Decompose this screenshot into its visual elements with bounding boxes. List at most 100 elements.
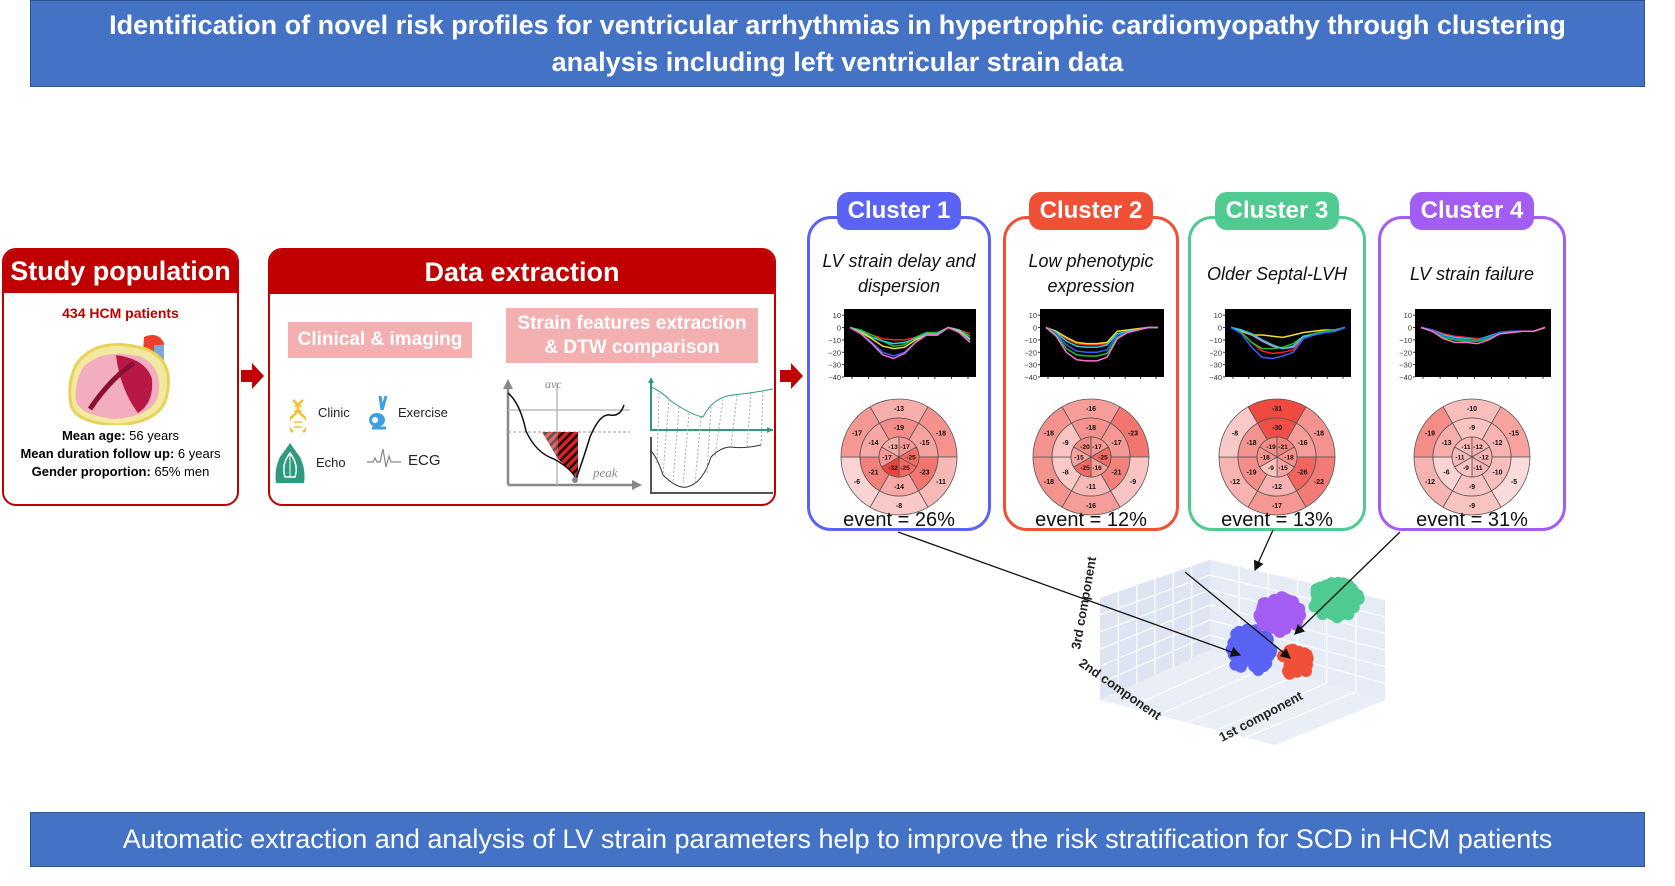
bullseye-value: -25 (1098, 455, 1108, 462)
y-tick-label: −10 (1024, 336, 1037, 345)
bullseye-value: -17 (882, 455, 892, 462)
scatter-point-cluster-4 (1283, 615, 1296, 627)
cluster-2-label: Cluster 2 (1029, 192, 1153, 230)
bullseye-plot: -10-15-5-9-12-19-9-12-10-9-6-13-11-12-12… (1413, 398, 1531, 516)
y-tick-label: −20 (1024, 348, 1037, 357)
y-tick-label: 0 (1218, 324, 1222, 333)
ecg-label: ECG (408, 452, 441, 469)
bullseye-value: -12 (1230, 479, 1240, 486)
strain-curve (1045, 326, 1158, 362)
bullseye-value: -19 (1266, 444, 1276, 451)
bullseye-value: -9 (1130, 479, 1136, 486)
scatter-point-cluster-4 (1280, 595, 1293, 608)
strain-curve (849, 326, 971, 360)
y-tick-label: −20 (828, 348, 841, 357)
arrow-cluster-3 (1253, 529, 1274, 572)
y-tick-label: −30 (828, 361, 841, 370)
bullseye-value: -13 (1441, 440, 1451, 447)
y-tick-label: −40 (828, 373, 841, 382)
bullseye-value: -18 (1260, 455, 1270, 462)
bullseye-value: -8 (1062, 469, 1068, 476)
echo-label: Echo (316, 455, 346, 470)
scatter-point-cluster-2 (1296, 659, 1309, 672)
bullseye-value: -13 (888, 444, 898, 451)
bullseye-value: -31 (1272, 406, 1282, 413)
bullseye-value: -15 (919, 440, 929, 447)
bullseye-value: -16 (1297, 440, 1307, 447)
bullseye-value: -18 (1044, 430, 1054, 437)
bullseye-value: -17 (1111, 440, 1121, 447)
patient-count: 434 HCM patients (62, 305, 179, 321)
bullseye-value: -20 (1080, 444, 1090, 451)
arrow-cluster-1 (897, 531, 1242, 657)
y-tick-label: −40 (1024, 373, 1037, 382)
bullseye-value: -25 (906, 455, 916, 462)
peak-label: peak (592, 465, 618, 480)
y-tick-label: 10 (833, 311, 841, 320)
bullseye-value: -30 (1272, 425, 1282, 432)
conclusion-banner: Automatic extraction and analysis of LV … (30, 812, 1645, 867)
event-rate: event = 13% (1221, 509, 1333, 531)
dna-icon (290, 399, 306, 433)
stat-gender: Gender proportion: 65% men (31, 464, 210, 479)
bullseye-value: -23 (1128, 430, 1138, 437)
bullseye-value: -17 (1092, 444, 1102, 451)
scatter-point-cluster-1 (1238, 626, 1251, 639)
bullseye-value: -13 (894, 406, 904, 413)
cluster-1-label: Cluster 1 (837, 192, 961, 230)
scatter-point-cluster-1 (1240, 644, 1252, 656)
strain-features-box: Strain features extraction & DTW compari… (506, 308, 758, 363)
bullseye-value: -25 (900, 465, 910, 472)
y-tick-label: 0 (1033, 324, 1037, 333)
bullseye-value: -15 (1278, 465, 1288, 472)
plot-area (1225, 309, 1351, 377)
stat-follow-up: Mean duration follow up: 6 years (20, 446, 221, 461)
bullseye-value: -9 (1469, 484, 1475, 491)
arrow-cluster-4 (1294, 531, 1401, 635)
bullseye-value: -26 (1297, 469, 1307, 476)
bullseye-value: -16 (1086, 406, 1096, 413)
bullseye-segment (1070, 446, 1092, 468)
stat-mean-age: Mean age: 56 years (61, 428, 180, 443)
plot-area (1415, 309, 1551, 377)
study-population-title: Study population (4, 250, 237, 293)
bullseye-segment (1256, 446, 1278, 468)
y-tick-label: −30 (1399, 361, 1412, 370)
event-rate: event = 12% (1035, 509, 1147, 531)
bullseye-value: -18 (936, 430, 946, 437)
bullseye-value: -14 (894, 484, 904, 491)
bullseye-value: -21 (1278, 444, 1288, 451)
avc-label: avc (545, 377, 562, 391)
bullseye-value: -16 (1092, 465, 1102, 472)
bullseye-value: -9 (1463, 465, 1469, 472)
clinical-imaging-box: Clinical & imaging (288, 322, 472, 358)
bullseye-value: -22 (1314, 479, 1324, 486)
scatter-point-cluster-4 (1275, 622, 1288, 635)
bullseye-value: -6 (854, 479, 860, 486)
bullseye-value: -9 (1469, 425, 1475, 432)
scatter-point-cluster-3 (1342, 608, 1355, 621)
y-tick-label: −20 (1399, 348, 1412, 357)
scatter-point-cluster-1 (1229, 658, 1242, 671)
study-population-panel: Study population 434 HCM patients Mean a… (2, 248, 239, 506)
y-tick-label: 0 (1408, 324, 1412, 333)
bullseye-value: -17 (1272, 503, 1282, 510)
y-tick-label: 10 (1029, 311, 1037, 320)
scatter-point-cluster-1 (1260, 657, 1273, 670)
scatter-point-cluster-4 (1264, 612, 1277, 625)
flow-arrow-1-icon (241, 363, 264, 389)
bullseye-plot: -13-18-11-8-6-17-19-15-23-14-21-14-13-17… (840, 398, 958, 516)
bullseye-value: -11 (1455, 455, 1464, 462)
y-tick-label: −20 (1209, 348, 1222, 357)
bullseye-plot: -31-18-22-17-12-8-30-16-26-12-19-18-19-2… (1218, 398, 1336, 516)
strain-curve-plot: 100−10−20−30−40 (1399, 309, 1551, 382)
ecg-icon (367, 448, 401, 468)
bullseye-value: -25 (1080, 465, 1090, 472)
scatter-point-cluster-1 (1251, 636, 1264, 649)
y-tick-label: −30 (1024, 361, 1037, 370)
bullseye-value: -15 (1074, 455, 1084, 462)
heart-illustration-icon (68, 335, 170, 425)
